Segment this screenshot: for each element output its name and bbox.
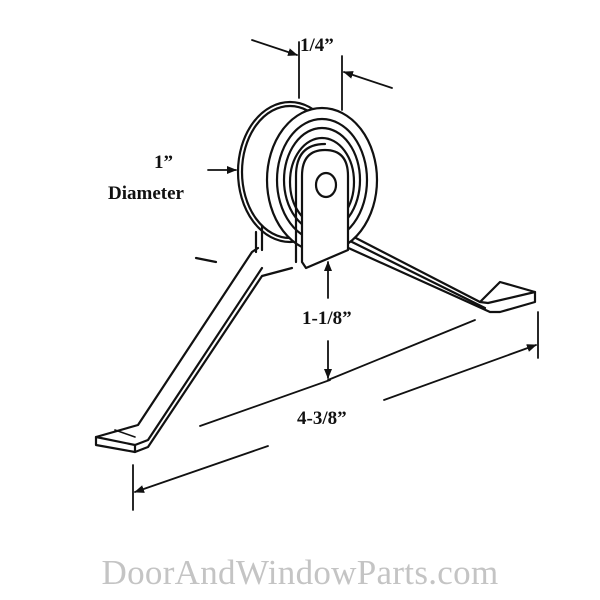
height-label: 1-1/8” [302,308,352,329]
bracket-right-leg [342,233,537,314]
wheel-diameter-text-label: Diameter [108,183,184,204]
overall-length-label: 4-3/8” [297,408,347,429]
dimension-lines [132,39,539,511]
wheel-diameter-value-label: 1” [154,152,173,173]
wheel-width-label: 1/4” [300,35,334,56]
bracket-left-leg [94,246,294,454]
axle-upright [254,142,350,270]
watermark: DoorAndWindowParts.com [101,553,499,592]
